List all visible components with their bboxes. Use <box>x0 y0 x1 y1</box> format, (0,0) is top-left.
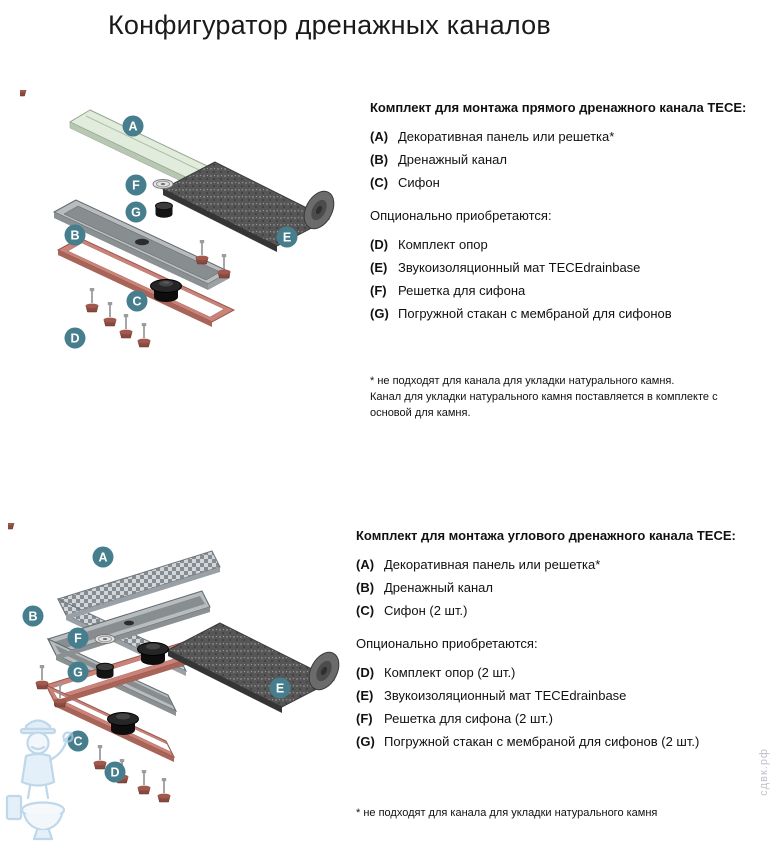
item-label: Решетка для сифона <box>398 283 526 298</box>
optional-item: (G) Погружной стакан с мембраной для сиф… <box>370 306 770 321</box>
diagram-label-c: C <box>126 290 148 312</box>
diagram-label-e: E <box>276 226 298 248</box>
svg-text:E: E <box>276 682 284 696</box>
item-key: (A) <box>356 557 375 572</box>
optional-items-list: (D) Комплект опор (E) Звукоизоляционный … <box>370 237 770 321</box>
diagram-label-a: A <box>92 546 114 568</box>
item-label: Сифон <box>398 175 440 190</box>
item-key: (G) <box>370 306 389 321</box>
diagram-label-f: F <box>125 174 147 196</box>
diagram-label-b: B <box>22 605 44 627</box>
item-label: Погружной стакан с мембраной для сифонов… <box>384 734 700 749</box>
item-label: Декоративная панель или решетка* <box>384 557 601 572</box>
straight-kit-footnote: * не подходят для канала для укладки нат… <box>370 375 718 419</box>
corner-kit-footnote: * не подходят для канала для укладки нат… <box>356 807 658 819</box>
item-label: Решетка для сифона (2 шт.) <box>384 711 553 726</box>
item-key: (B) <box>356 580 375 595</box>
svg-text:D: D <box>70 332 79 346</box>
item-label: Погружной стакан с мембраной для сифонов <box>398 306 672 321</box>
plumber-mascot-watermark <box>0 710 92 842</box>
item-key: (G) <box>356 734 375 749</box>
item-label: Комплект опор <box>398 237 488 252</box>
svg-text:G: G <box>131 206 141 220</box>
diagram-label-b: B <box>64 224 86 246</box>
straight-kit-diagram: A F G B E C D <box>13 72 350 370</box>
optional-item: (D) Комплект опор (2 шт.) <box>356 665 771 680</box>
optional-items-list: (D) Комплект опор (2 шт.) (E) Звукоизоля… <box>356 665 771 749</box>
channel-frame-illustration <box>56 237 236 327</box>
straight-kit-text: Комплект для монтажа прямого дренажного … <box>370 100 770 329</box>
kit-heading: Комплект для монтажа углового дренажного… <box>356 528 736 543</box>
svg-text:A: A <box>98 551 107 565</box>
drain-channel-illustration <box>52 199 232 290</box>
corner-kit-diagram: A B F G E C D <box>1 505 353 823</box>
svg-text:E: E <box>283 231 291 245</box>
kit-item: (C) Сифон <box>370 175 770 190</box>
optional-heading: Опционально приобретаются: <box>370 208 552 223</box>
item-label: Дренажный канал <box>398 152 507 167</box>
membrane-cup-illustration <box>96 662 114 679</box>
svg-text:B: B <box>28 610 37 624</box>
optional-item: (D) Комплект опор <box>370 237 770 252</box>
svg-text:G: G <box>73 666 83 680</box>
optional-item: (E) Звукоизоляционный мат TECEdrainbase <box>356 688 771 703</box>
diagram-label-g: G <box>125 201 147 223</box>
svg-text:F: F <box>132 179 140 193</box>
item-key: (B) <box>370 152 389 167</box>
kit-items-list: (A) Декоративная панель или решетка* (B)… <box>370 129 770 190</box>
svg-text:A: A <box>128 120 137 134</box>
diagram-label-e: E <box>269 677 291 699</box>
siphon-illustration <box>107 642 169 735</box>
membrane-cup-illustration <box>155 201 173 218</box>
item-label: Сифон (2 шт.) <box>384 603 468 618</box>
soundproof-mat-illustration <box>161 161 335 252</box>
site-watermark: сдвк.рф <box>758 748 770 796</box>
item-label: Звукоизоляционный мат TECEdrainbase <box>384 688 627 703</box>
diagram-label-d: D <box>104 761 126 783</box>
item-key: (E) <box>356 688 374 703</box>
item-label: Звукоизоляционный мат TECEdrainbase <box>398 260 641 275</box>
item-key: (C) <box>356 603 375 618</box>
item-key: (F) <box>356 711 373 726</box>
kit-item: (C) Сифон (2 шт.) <box>356 603 771 618</box>
item-label: Декоративная панель или решетка* <box>398 129 615 144</box>
siphon-grate-illustration <box>94 634 116 644</box>
kit-item: (A) Декоративная панель или решетка* <box>356 557 771 572</box>
svg-text:B: B <box>70 229 79 243</box>
item-key: (D) <box>356 665 375 680</box>
diagram-label-g: G <box>67 661 89 683</box>
item-key: (C) <box>370 175 389 190</box>
item-label: Дренажный канал <box>384 580 493 595</box>
kit-heading: Комплект для монтажа прямого дренажного … <box>370 100 747 115</box>
kit-item: (B) Дренажный канал <box>370 152 770 167</box>
optional-item: (G) Погружной стакан с мембраной для сиф… <box>356 734 771 749</box>
siphon-illustration <box>150 279 182 302</box>
item-key: (D) <box>370 237 389 252</box>
diagram-label-d: D <box>64 327 86 349</box>
corner-kit-text: Комплект для монтажа углового дренажного… <box>356 528 771 757</box>
optional-item: (F) Решетка для сифона <box>370 283 770 298</box>
item-key: (A) <box>370 129 389 144</box>
optional-heading: Опционально приобретаются: <box>356 636 538 651</box>
siphon-grate-illustration <box>152 179 174 189</box>
svg-text:F: F <box>74 632 82 646</box>
diagram-label-f: F <box>67 627 89 649</box>
kit-item: (B) Дренажный канал <box>356 580 771 595</box>
diagram-label-a: A <box>122 115 144 137</box>
page-title: Конфигуратор дренажных каналов <box>108 10 551 40</box>
svg-text:C: C <box>132 295 141 309</box>
optional-item: (F) Решетка для сифона (2 шт.) <box>356 711 771 726</box>
svg-text:C: C <box>73 735 82 749</box>
item-key: (F) <box>370 283 387 298</box>
optional-item: (E) Звукоизоляционный мат TECEdrainbase <box>370 260 770 275</box>
item-key: (E) <box>370 260 388 275</box>
soundproof-mat-illustration <box>166 622 340 713</box>
kit-items-list: (A) Декоративная панель или решетка* (B)… <box>356 557 771 618</box>
svg-text:D: D <box>110 766 119 780</box>
item-label: Комплект опор (2 шт.) <box>384 665 516 680</box>
kit-item: (A) Декоративная панель или решетка* <box>370 129 770 144</box>
